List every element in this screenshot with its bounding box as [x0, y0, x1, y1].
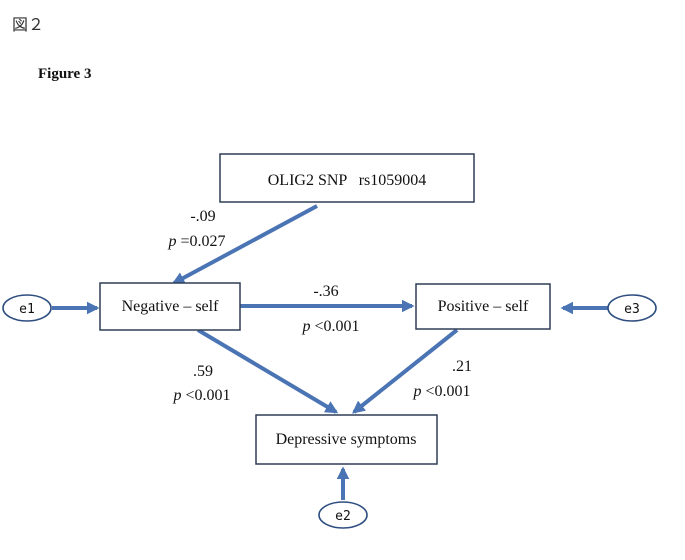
arrow-snp-to-negative — [171, 204, 318, 285]
arrow-negative-to-depressive — [196, 328, 339, 414]
error-e1-label: e1 — [19, 302, 35, 317]
node-negative-self-label: Negative – self — [122, 298, 220, 315]
coef-positive-to-depressive: .21 — [452, 358, 472, 375]
arrow-positive-to-depressive — [351, 328, 459, 414]
node-depressive-symptoms-label: Depressive symptoms — [276, 431, 417, 448]
coef-snp-to-negative: -.09 — [190, 208, 215, 225]
error-e1: e1 — [2, 294, 52, 322]
kanji-figure-label: 図２ — [12, 17, 44, 34]
node-depressive-symptoms: Depressive symptoms — [255, 414, 438, 465]
node-snp-label: OLIG2 SNP rs1059004 — [268, 172, 427, 189]
p-snp-to-negative: p =0.027 — [167, 233, 225, 250]
p-negative-to-positive: p <0.001 — [301, 318, 359, 335]
figure-label: Figure 3 — [38, 66, 91, 82]
error-e3: e3 — [607, 294, 657, 322]
coef-negative-to-positive: -.36 — [313, 283, 338, 300]
p-negative-to-depressive: p <0.001 — [172, 387, 230, 404]
error-e2: e2 — [318, 501, 368, 529]
node-positive-self-label: Positive – self — [438, 298, 529, 315]
node-negative-self: Negative – self — [99, 282, 241, 331]
error-e2-label: e2 — [335, 509, 351, 524]
p-positive-to-depressive: p <0.001 — [412, 383, 470, 400]
error-e3-label: e3 — [624, 302, 640, 317]
coef-negative-to-depressive: .59 — [193, 363, 213, 380]
node-snp: OLIG2 SNP rs1059004 — [219, 153, 475, 203]
node-positive-self: Positive – self — [415, 283, 551, 330]
